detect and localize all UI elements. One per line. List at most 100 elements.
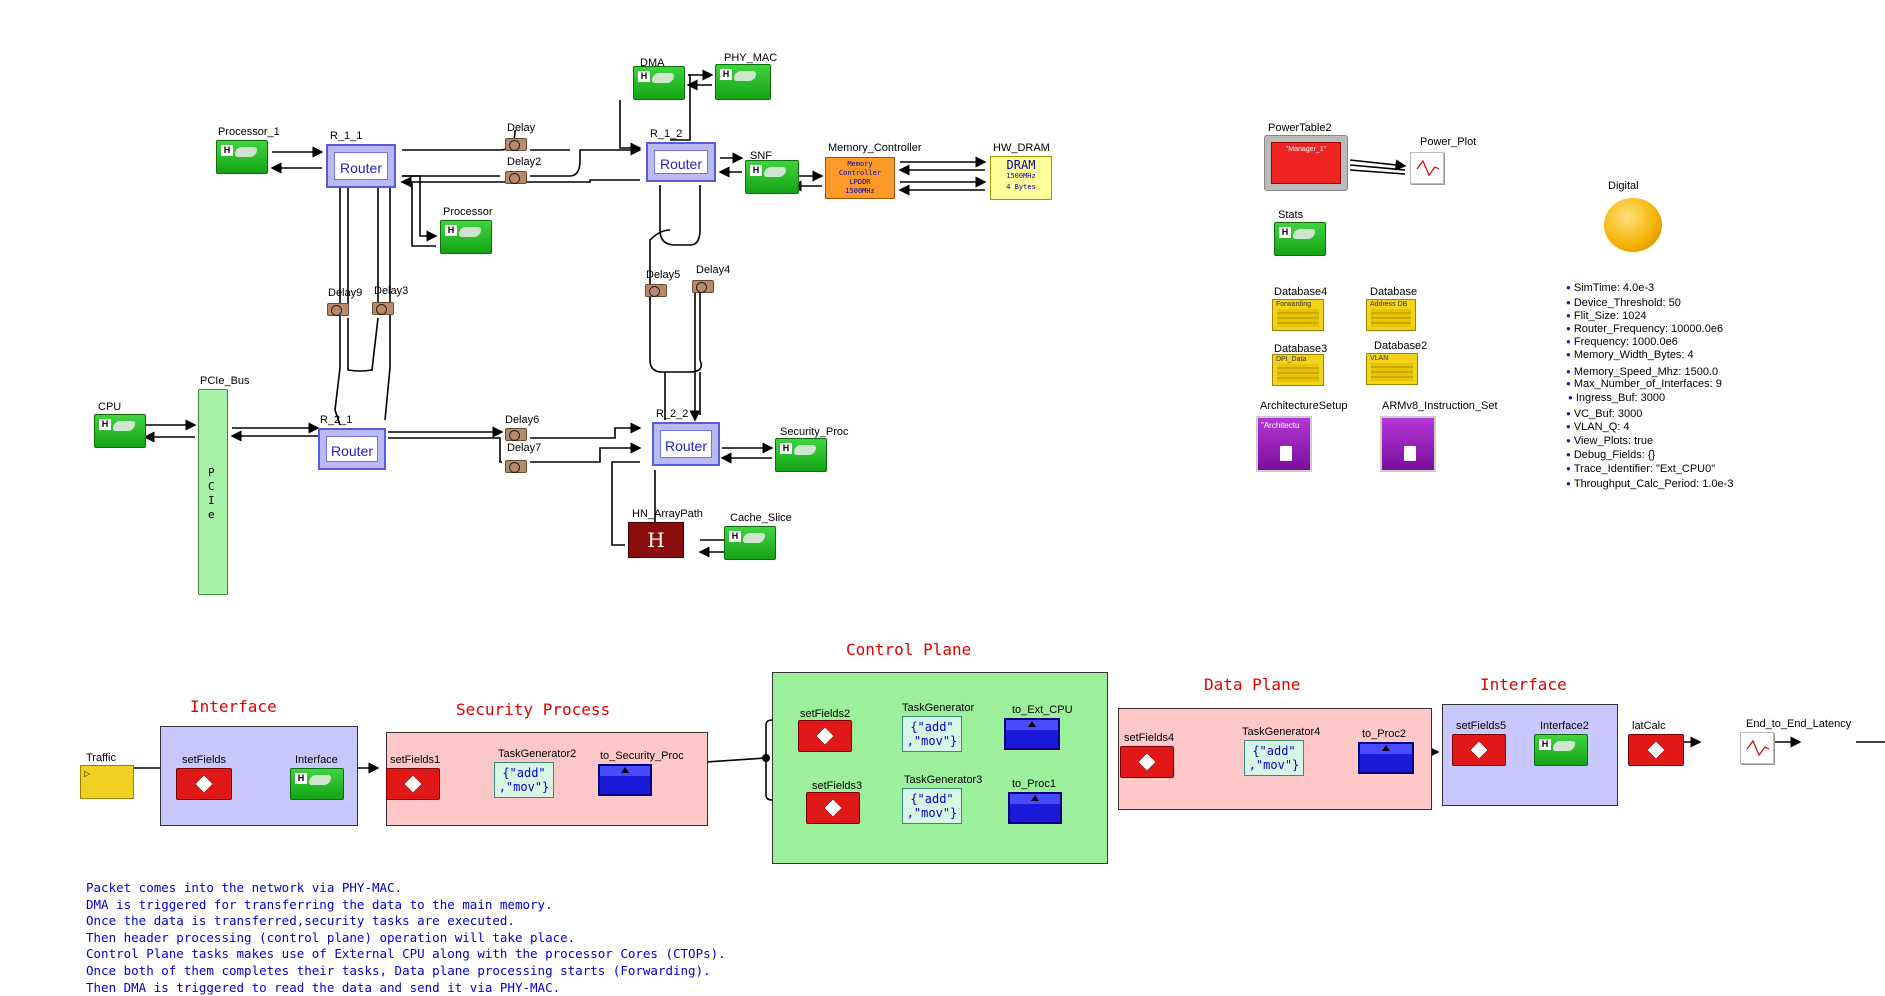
architecture-setup-text: "Architectu bbox=[1261, 421, 1300, 430]
router-r11[interactable]: Router bbox=[326, 144, 396, 188]
delay5-label: Delay5 bbox=[646, 269, 681, 281]
setfields4-block[interactable] bbox=[1120, 746, 1174, 778]
description-notes: Packet comes into the network via PHY-MA… bbox=[86, 880, 726, 996]
delay7-block[interactable] bbox=[505, 460, 527, 473]
param-item[interactable]: Frequency: 1000.0e6 bbox=[1566, 336, 1678, 348]
dma-block[interactable]: H bbox=[633, 66, 685, 100]
router-r22[interactable]: Router bbox=[652, 422, 720, 466]
document-icon bbox=[1404, 446, 1416, 461]
cache-slice-block[interactable]: H bbox=[724, 526, 776, 560]
database3-tag: DPI_Data bbox=[1276, 356, 1307, 363]
delay9-block[interactable] bbox=[327, 303, 349, 316]
end-to-end-latency-plot[interactable] bbox=[1740, 732, 1774, 764]
database3-block[interactable]: DPI_Data bbox=[1272, 354, 1324, 386]
stats-label: Stats bbox=[1278, 209, 1304, 221]
powertable-text: "Manager_1" bbox=[1285, 146, 1327, 153]
to-proc1-block[interactable] bbox=[1008, 792, 1062, 824]
delay-block[interactable] bbox=[505, 138, 527, 151]
param-item[interactable]: SimTime: 4.0e-3 bbox=[1566, 282, 1654, 294]
database2-block[interactable]: VLAN bbox=[1366, 353, 1418, 385]
delay3-block[interactable] bbox=[372, 302, 394, 315]
snf-block[interactable]: H bbox=[745, 160, 799, 194]
security-proc-block[interactable]: H bbox=[775, 438, 827, 472]
dram-line2: 1500MHz bbox=[1006, 172, 1036, 180]
delay2-block[interactable] bbox=[505, 171, 527, 184]
router-r12[interactable]: Router bbox=[646, 142, 716, 182]
database4-block[interactable]: Forwarding bbox=[1272, 299, 1324, 331]
router-r21[interactable]: Router bbox=[318, 428, 386, 470]
param-item[interactable]: Throughput_Calc_Period: 1.0e-3 bbox=[1566, 478, 1734, 490]
taskgenerator3-label: TaskGenerator3 bbox=[904, 774, 983, 786]
to-ext-cpu-label: to_Ext_CPU bbox=[1012, 704, 1073, 716]
setfields1-block[interactable] bbox=[386, 768, 440, 800]
to-proc2-block[interactable] bbox=[1358, 742, 1414, 774]
snf-label: SNF bbox=[750, 150, 772, 162]
to-security-proc-block[interactable] bbox=[598, 764, 652, 796]
powertable-block[interactable]: "Manager_1" bbox=[1264, 135, 1348, 191]
taskgenerator2-block[interactable]: {"add","mov"} bbox=[494, 762, 554, 798]
processor-block[interactable]: H bbox=[440, 220, 492, 254]
param-item[interactable]: Debug_Fields: {} bbox=[1566, 449, 1655, 461]
delay4-label: Delay4 bbox=[696, 264, 731, 276]
interface2-title: Interface bbox=[1480, 675, 1567, 694]
note-line: Packet comes into the network via PHY-MA… bbox=[86, 880, 403, 895]
to-proc1-label: to_Proc1 bbox=[1012, 778, 1057, 790]
setfields-block[interactable] bbox=[176, 768, 232, 800]
delay6-block[interactable] bbox=[505, 428, 527, 441]
cpu-block[interactable]: H bbox=[94, 414, 146, 448]
param-item[interactable]: Memory_Speed_Mhz: 1500.0 bbox=[1566, 366, 1718, 378]
taskgenerator-block[interactable]: {"add","mov"} bbox=[902, 716, 962, 752]
param-item[interactable]: View_Plots: true bbox=[1566, 435, 1653, 447]
delay5-block[interactable] bbox=[645, 284, 667, 297]
param-item[interactable]: Device_Threshold: 50 bbox=[1566, 297, 1681, 309]
param-item[interactable]: Memory_Width_Bytes: 4 bbox=[1566, 349, 1694, 361]
pcie-bus-block[interactable]: PCIe bbox=[198, 389, 228, 595]
to-ext-cpu-block[interactable] bbox=[1004, 718, 1060, 750]
delay-label: Delay bbox=[507, 122, 536, 134]
architecture-setup-block[interactable]: "Architectu bbox=[1256, 416, 1312, 472]
param-item[interactable]: VC_Buf: 3000 bbox=[1566, 408, 1643, 420]
document-icon bbox=[1280, 446, 1292, 461]
cpu-label: CPU bbox=[98, 401, 122, 413]
setfields3-block[interactable] bbox=[806, 792, 860, 824]
router-r12-text: Router bbox=[654, 150, 708, 174]
task-line1: {"add" bbox=[502, 766, 546, 780]
stats-block[interactable]: H bbox=[1274, 222, 1326, 256]
param-item[interactable]: VLAN_Q: 4 bbox=[1566, 421, 1630, 433]
memory-controller-block[interactable]: Memory Controller LPDDR 1500MHz bbox=[825, 157, 895, 199]
router-r22-label: R_2_2 bbox=[656, 408, 689, 420]
processor-1-block[interactable]: H bbox=[216, 140, 268, 174]
power-plot-block[interactable] bbox=[1410, 152, 1444, 184]
taskgenerator4-block[interactable]: {"add","mov"} bbox=[1244, 740, 1304, 776]
dram-block[interactable]: DRAM 1500MHz 4 Bytes bbox=[990, 156, 1052, 200]
param-item[interactable]: Flit_Size: 1024 bbox=[1566, 310, 1647, 322]
hw-dram-label: HW_DRAM bbox=[993, 142, 1050, 154]
traffic-block[interactable]: ▷ bbox=[80, 765, 134, 799]
param-item[interactable]: Router_Frequency: 10000.0e6 bbox=[1566, 323, 1723, 335]
param-item[interactable]: Max_Number_of_Interfaces: 9 bbox=[1566, 378, 1722, 390]
arm-instruction-set-block[interactable] bbox=[1380, 416, 1436, 472]
traffic-label: Traffic bbox=[86, 752, 116, 764]
setfields2-block[interactable] bbox=[798, 720, 852, 752]
param-item[interactable]: Ingress_Buf: 3000 bbox=[1568, 392, 1665, 404]
digital-director-icon[interactable] bbox=[1604, 198, 1662, 252]
task-line1: {"add" bbox=[1252, 744, 1296, 758]
task-line2: ,"mov"} bbox=[1248, 758, 1300, 772]
interface2-block[interactable]: H bbox=[1534, 734, 1588, 766]
latcalc-block[interactable] bbox=[1628, 734, 1684, 766]
database-block[interactable]: Address DB bbox=[1366, 299, 1416, 331]
param-item[interactable]: Trace_Identifier: "Ext_CPU0" bbox=[1566, 463, 1715, 475]
phy-mac-block[interactable]: H bbox=[715, 64, 771, 100]
hn-arraypath-block[interactable]: H bbox=[628, 522, 684, 558]
interface-block[interactable]: H bbox=[290, 768, 344, 800]
setfields5-block[interactable] bbox=[1452, 734, 1506, 766]
memory-controller-line1: Memory Controller bbox=[838, 160, 882, 177]
setfields2-label: setFields2 bbox=[800, 708, 851, 720]
end-to-end-latency-label: End_to_End_Latency bbox=[1746, 718, 1852, 730]
delay4-block[interactable] bbox=[692, 280, 714, 293]
interface2-label: Interface2 bbox=[1540, 720, 1589, 732]
processor-label: Processor bbox=[443, 206, 493, 218]
cache-slice-label: Cache_Slice bbox=[730, 512, 792, 524]
database-tag: Address DB bbox=[1370, 301, 1408, 308]
taskgenerator3-block[interactable]: {"add","mov"} bbox=[902, 788, 962, 824]
